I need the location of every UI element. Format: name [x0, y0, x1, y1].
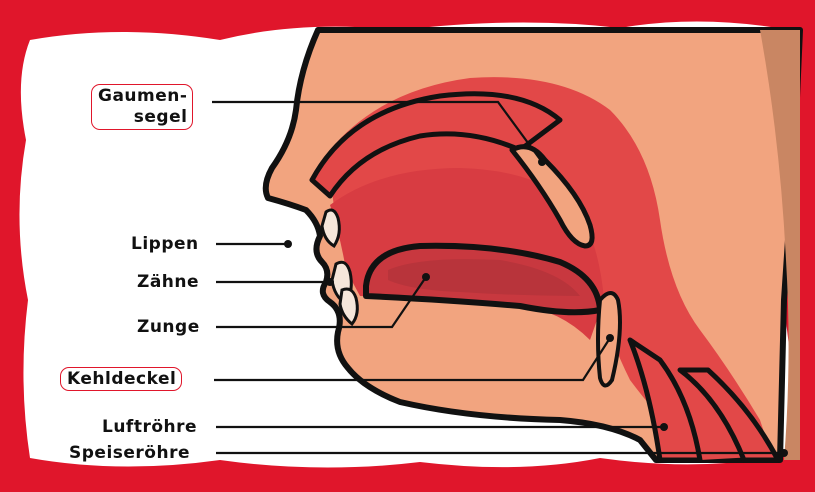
label-speiseroehre: Speiseröhre	[69, 443, 190, 463]
dot-speiseroehre	[780, 449, 788, 457]
label-gaumensegel-line2: segel	[98, 107, 187, 128]
label-gaumensegel-line1: Gaumen-	[98, 86, 187, 107]
dot-zaehne	[326, 278, 334, 286]
dot-lippen	[284, 240, 292, 248]
label-gaumensegel: Gaumen- segel	[91, 84, 193, 130]
label-kehldeckel: Kehldeckel	[60, 367, 182, 391]
dot-gaumensegel	[538, 158, 546, 166]
dot-luftroehre	[660, 423, 668, 431]
label-zunge: Zunge	[137, 317, 200, 337]
dot-zunge	[422, 273, 430, 281]
label-zaehne: Zähne	[137, 272, 199, 292]
dot-kehldeckel	[606, 334, 614, 342]
label-lippen: Lippen	[131, 234, 199, 254]
label-luftroehre: Luftröhre	[102, 417, 197, 437]
